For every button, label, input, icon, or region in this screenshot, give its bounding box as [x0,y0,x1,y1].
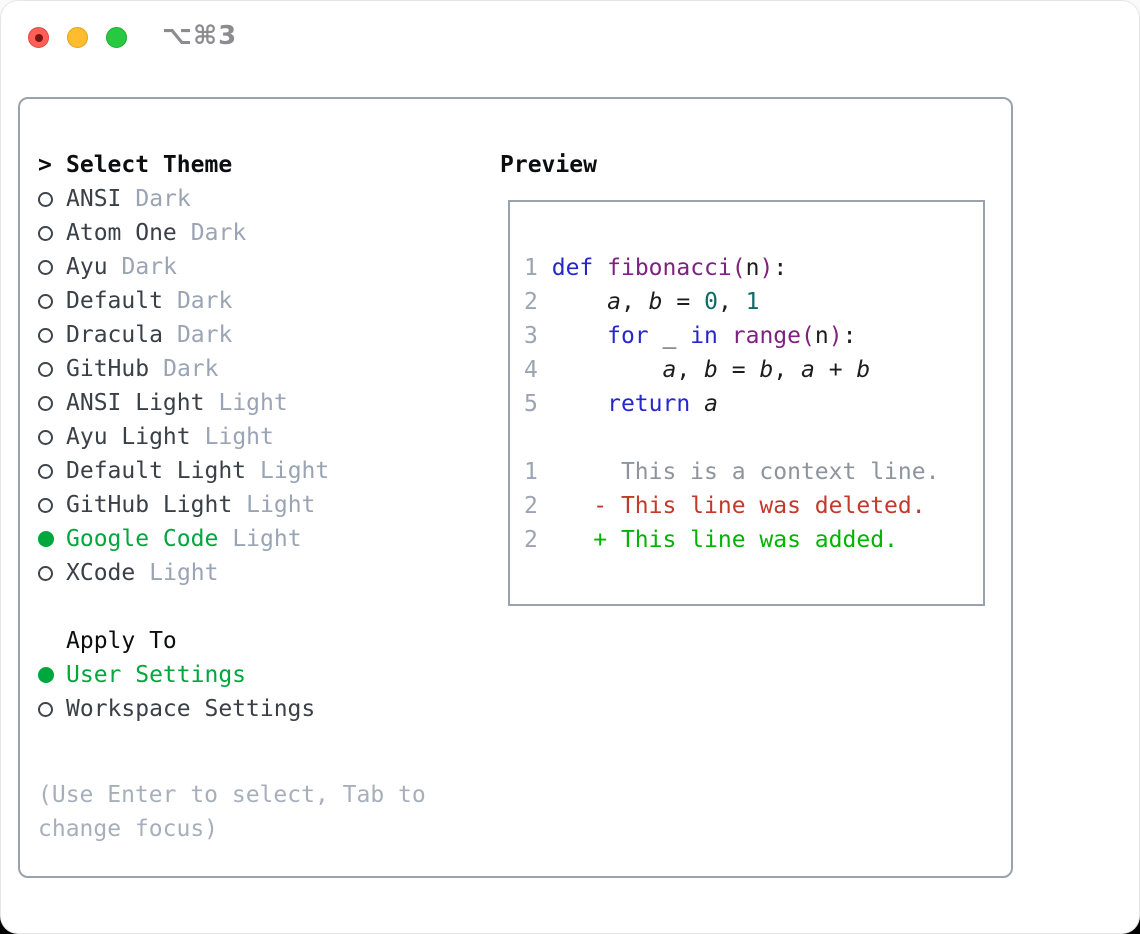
theme-tag: Dark [176,288,233,314]
preview-pane: 1 def fibonacci(n): 2 a, b = 0, 1 3 for … [508,200,985,606]
code-line-1: 1 def fibonacci(n): [524,255,788,281]
radio-unselected-icon [38,361,53,377]
line-number: 5 [524,391,538,417]
close-traffic-light-icon[interactable] [28,27,49,48]
select-theme-title: Select Theme [66,152,233,178]
focus-arrow-icon: > [38,152,52,178]
diff-context-line: 1 This is a context line. [524,459,940,485]
apply-label: Workspace Settings [66,696,316,722]
blank-line [524,421,983,455]
spacer [38,590,426,624]
code-line-5: 5 return a [524,391,718,417]
line-number: 1 [524,459,538,485]
theme-option-github-light[interactable]: GitHub Light Light [38,488,426,522]
theme-label: ANSI [66,186,122,212]
radio-unselected-icon [38,701,53,717]
radio-unselected-icon [38,259,53,275]
radio-unselected-icon [38,293,53,309]
preview-title: Preview [500,152,597,178]
radio-unselected-icon [38,225,53,241]
radio-unselected-icon [38,497,53,513]
theme-tag: Light [149,560,219,586]
theme-option-ansi-dark[interactable]: ANSI Dark [38,182,426,216]
code-line-2: 2 a, b = 0, 1 [524,289,760,315]
theme-tag: Dark [176,322,233,348]
theme-option-ayu-dark[interactable]: Ayu Dark [38,250,426,284]
theme-option-ansi-light[interactable]: ANSI Light Light [38,386,426,420]
theme-label: Dracula [66,322,163,348]
theme-selector-column: > Select Theme ANSI Dark Atom One Dark A… [38,148,426,846]
title-bar: ⌥⌘3 [0,0,1140,75]
line-number: 3 [524,323,538,349]
theme-option-default-dark[interactable]: Default Dark [38,284,426,318]
select-theme-header: > Select Theme [38,148,426,182]
radio-unselected-icon [38,191,53,207]
radio-selected-icon [38,667,54,683]
radio-unselected-icon [38,565,53,581]
line-number: 2 [524,289,538,315]
apply-option-user-settings[interactable]: User Settings [38,658,426,692]
theme-label: GitHub [66,356,150,382]
theme-option-atom-one-dark[interactable]: Atom One Dark [38,216,426,250]
apply-option-workspace-settings[interactable]: Workspace Settings [38,692,426,726]
apply-label-selected: User Settings [66,662,247,688]
theme-tag: Light [246,492,316,518]
theme-label: Default [66,288,163,314]
apply-to-header: Apply To [38,624,426,658]
diff-deleted-line: 2 - This line was deleted. [524,493,926,519]
theme-label: Ayu Light [66,424,191,450]
theme-option-default-light[interactable]: Default Light Light [38,454,426,488]
radio-unselected-icon [38,395,53,411]
theme-label: Default Light [66,458,247,484]
theme-option-google-code-light[interactable]: Google Code Light [38,522,426,556]
radio-unselected-icon [38,463,53,479]
minimize-traffic-light-icon[interactable] [67,27,88,48]
code-line-4: 4 a, b = b, a + b [524,357,871,383]
line-number: 2 [524,493,538,519]
zoom-traffic-light-icon[interactable] [106,27,127,48]
radio-unselected-icon [38,327,53,343]
spacer [38,760,426,778]
theme-tag: Light [232,526,302,552]
theme-label: Ayu [66,254,108,280]
theme-option-ayu-light[interactable]: Ayu Light Light [38,420,426,454]
theme-tag: Dark [121,254,177,280]
theme-tag: Light [204,424,274,450]
theme-label: ANSI Light [66,390,205,416]
radio-unselected-icon [38,429,53,445]
theme-option-github-dark[interactable]: GitHub Dark [38,352,426,386]
help-text-line-1: (Use Enter to select, Tab to [38,782,426,808]
theme-tag: Light [260,458,330,484]
theme-option-dracula-dark[interactable]: Dracula Dark [38,318,426,352]
line-number: 2 [524,527,538,553]
line-number: 1 [524,255,538,281]
theme-label-selected: Google Code [66,526,219,552]
theme-label: Atom One [66,220,177,246]
help-text-line-2: change focus) [38,816,219,842]
diff-added-line: 2 + This line was added. [524,527,898,553]
theme-tag: Light [218,390,288,416]
line-number: 4 [524,357,538,383]
apply-to-title: Apply To [66,628,177,654]
theme-option-xcode-light[interactable]: XCode Light [38,556,426,590]
theme-tag: Dark [135,186,191,212]
theme-tag: Dark [163,356,219,382]
theme-label: XCode [66,560,136,586]
code-line-3: 3 for _ in range(n): [524,323,857,349]
radio-selected-icon [38,531,54,547]
theme-label: GitHub Light [66,492,233,518]
window-title: ⌥⌘3 [162,21,238,51]
spacer [38,726,426,760]
theme-tag: Dark [190,220,247,246]
